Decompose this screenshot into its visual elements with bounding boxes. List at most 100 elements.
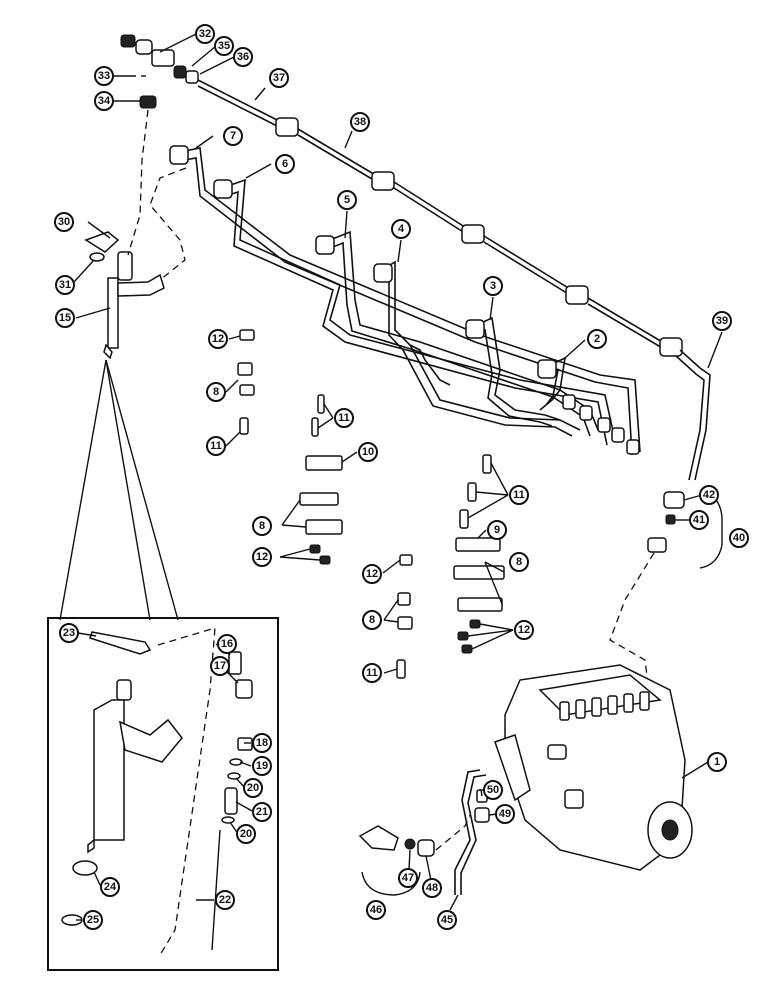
svg-text:9: 9 [494, 524, 500, 536]
zoom-line-left [59, 359, 107, 621]
leader-8a [225, 379, 239, 393]
callout-11-lower: 11 [362, 663, 382, 683]
callout-46: 46 [366, 900, 386, 920]
clamp-12 [469, 619, 481, 629]
callout-33: 33 [94, 66, 114, 86]
leader-12b2 [279, 556, 321, 561]
leader-7 [195, 135, 214, 149]
return-tube-segment [587, 297, 665, 344]
callout-20-lower: 20 [236, 824, 256, 844]
leader-36 [199, 56, 235, 75]
callout-11-right: 11 [509, 485, 529, 505]
delivery-valve [639, 691, 650, 711]
line-connector-nut [373, 263, 393, 283]
callout-12-right: 12 [514, 620, 534, 640]
harness-loop [409, 344, 451, 386]
svg-text:3: 3 [490, 280, 496, 292]
svg-text:21: 21 [256, 806, 268, 818]
callout-7: 7 [223, 126, 243, 146]
fuel-return-line [197, 79, 683, 357]
clamp-8 [237, 362, 253, 376]
svg-text:37: 37 [273, 72, 285, 84]
clamp-12 [399, 554, 413, 566]
svg-text:50: 50 [487, 784, 499, 796]
washer-20b [221, 816, 235, 824]
supply-tube-45-outline [460, 774, 487, 895]
line-connector-nut [315, 235, 335, 255]
svg-text:48: 48 [426, 882, 438, 894]
injector-detail-inset [47, 617, 279, 971]
washer-47 [404, 838, 416, 850]
leader-8b2 [281, 524, 307, 528]
callout-12-middle: 12 [252, 547, 272, 567]
clamp-12 [461, 644, 473, 654]
svg-text:11: 11 [513, 489, 525, 501]
injection-line-4 [377, 260, 581, 431]
delivery-valve [623, 693, 634, 713]
spring-part [135, 39, 153, 55]
svg-text:12: 12 [366, 568, 378, 580]
leader-24 [93, 871, 102, 888]
return-tube-segment [197, 79, 284, 124]
return-tee-part [371, 171, 395, 191]
svg-text:7: 7 [230, 130, 236, 142]
clamp-block-8 [299, 492, 339, 506]
callout-38: 38 [350, 112, 370, 132]
dashed-route-injector-elbow [149, 167, 187, 281]
supply-line-group [358, 769, 490, 896]
leak-off-tube-39 [679, 349, 711, 481]
svg-text:32: 32 [199, 28, 211, 40]
leader-35 [191, 45, 217, 67]
pump-side-fitting [564, 789, 584, 809]
svg-text:34: 34 [98, 95, 111, 107]
fitting-42 [663, 491, 685, 509]
dashed-route-48 [435, 814, 471, 851]
svg-text:19: 19 [256, 760, 268, 772]
callout-41: 41 [689, 510, 709, 530]
fitting-49 [474, 807, 490, 823]
leader-8c [484, 561, 505, 573]
callout-42: 42 [699, 485, 719, 505]
return-tee-part [275, 117, 299, 137]
svg-text:8: 8 [516, 556, 522, 568]
fitting-nut-part-36 [185, 70, 199, 84]
callout-17: 17 [210, 656, 230, 676]
leader-2 [564, 339, 586, 359]
clamp-12 [239, 329, 255, 341]
return-tee-part [461, 224, 485, 244]
screw-11 [239, 417, 249, 435]
delivery-valve [559, 701, 570, 721]
nut-18 [237, 737, 253, 751]
pump-drive-shaft [661, 819, 679, 841]
callout-8-right: 8 [509, 552, 529, 572]
svg-text:11: 11 [338, 412, 350, 424]
svg-text:49: 49 [499, 808, 511, 820]
pump-end-nut [611, 427, 625, 443]
nut-17 [235, 679, 253, 699]
callout-35: 35 [214, 36, 234, 56]
screw-11 [396, 659, 406, 679]
callout-2: 2 [587, 329, 607, 349]
callout-39: 39 [712, 311, 732, 331]
dashed-route-to-pump [609, 552, 655, 701]
leader-31 [73, 259, 95, 283]
connector-40 [647, 537, 667, 553]
svg-text:25: 25 [87, 914, 99, 926]
elbow-47 [358, 825, 399, 851]
callout-50: 50 [483, 780, 503, 800]
delivery-valve [591, 697, 602, 717]
callout-24: 24 [100, 877, 120, 897]
callout-47: 47 [398, 868, 418, 888]
svg-text:8: 8 [259, 520, 265, 532]
leader-12d3 [471, 629, 514, 650]
svg-text:11: 11 [210, 440, 222, 452]
nut-48 [417, 839, 435, 857]
clamp-8b [239, 384, 255, 396]
leak-off-tube-39-outline [675, 355, 705, 481]
injection-line-6-outline [224, 190, 608, 446]
callout-11-middle: 11 [334, 408, 354, 428]
svg-text:1: 1 [714, 756, 720, 768]
svg-text:10: 10 [362, 446, 374, 458]
svg-text:47: 47 [402, 872, 414, 884]
injection-line-5-outline [322, 241, 591, 437]
